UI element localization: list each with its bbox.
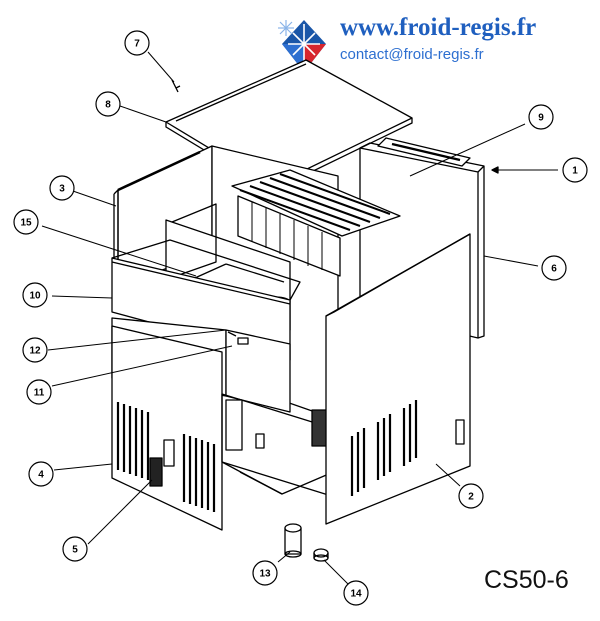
callout-number: 10 [29,291,41,302]
callout-7: 7 [124,30,150,56]
callout-number: 15 [20,218,32,229]
callout-10: 10 [22,282,48,308]
callout-number: 6 [551,264,557,275]
adjustable-foot [284,523,302,558]
callout-number: 5 [72,545,78,556]
model-label: CS50-6 [484,566,569,594]
machine-base [221,393,339,499]
callout-9: 9 [528,104,554,130]
callout-number: 14 [350,589,362,600]
callout-6: 6 [541,255,567,281]
callout-number: 11 [34,388,45,399]
callout-15: 15 [13,209,39,235]
foot-cap [313,548,329,562]
callout-14: 14 [343,580,369,606]
callout-number: 13 [259,569,271,580]
callout-number: 1 [572,166,578,177]
right-side-panel [325,233,471,525]
callout-8: 8 [95,91,121,117]
callout-2: 2 [458,483,484,509]
lower-front-panel [111,325,223,531]
callout-5: 5 [62,536,88,562]
callout-3: 3 [49,175,75,201]
callout-11: 11 [26,379,52,405]
screw-part [171,79,181,93]
callout-4: 4 [28,461,54,487]
callout-number: 2 [468,492,474,503]
callout-13: 13 [252,560,278,586]
callout-number: 3 [59,184,65,195]
callout-1: 1 [562,157,588,183]
callout-number: 8 [105,100,111,111]
contact-email-link[interactable]: contact@froid-regis.fr [340,46,484,63]
callout-number: 9 [538,113,544,124]
leader-lines [41,51,558,585]
callout-number: 7 [134,39,140,50]
website-link[interactable]: www.froid-regis.fr [340,14,537,41]
callout-number: 12 [29,346,41,357]
callout-12: 12 [22,337,48,363]
callout-number: 4 [38,470,44,481]
